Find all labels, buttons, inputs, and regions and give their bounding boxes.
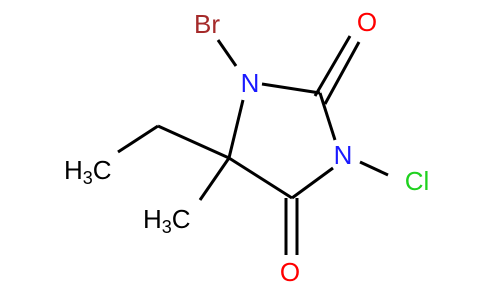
atom-chlorine: Cl: [405, 166, 430, 196]
bond-c5-methyl: [198, 157, 231, 201]
bond-c5-n1: [227, 99, 245, 159]
ethyl-h: H: [64, 155, 83, 185]
bond-c2-o-top-a: [313, 35, 352, 97]
ethyl-methyl-label: H3C: [64, 155, 112, 188]
bond-c4-c5: [228, 156, 293, 200]
bond-ch2-ch3: [117, 124, 159, 154]
methyl-label: H3C: [143, 204, 191, 237]
ethyl-c: C: [93, 155, 112, 185]
atom-nitrogen-3: N: [334, 140, 353, 170]
atom-oxygen-bottom: O: [280, 257, 300, 287]
methyl-subscript: 3: [162, 217, 172, 237]
bond-c2-n3: [318, 92, 337, 141]
methyl-c: C: [172, 204, 191, 234]
methyl-h: H: [143, 204, 162, 234]
ethyl-subscript: 3: [83, 168, 93, 188]
bond-c5-ch2: [157, 124, 230, 160]
atom-oxygen-top: O: [357, 7, 377, 37]
bond-n3-cl: [359, 160, 389, 177]
atom-label-layer: Br N O N Cl O H3C H3C: [64, 7, 429, 287]
bond-n3-c4: [291, 166, 334, 200]
atom-nitrogen-1: N: [241, 68, 260, 98]
bond-c2-o-top-b: [323, 41, 361, 105]
bond-br-n1: [216, 39, 238, 67]
bond-n1-c2: [261, 82, 321, 95]
atom-bromine: Br: [194, 9, 220, 39]
bond-layer: [117, 35, 389, 255]
